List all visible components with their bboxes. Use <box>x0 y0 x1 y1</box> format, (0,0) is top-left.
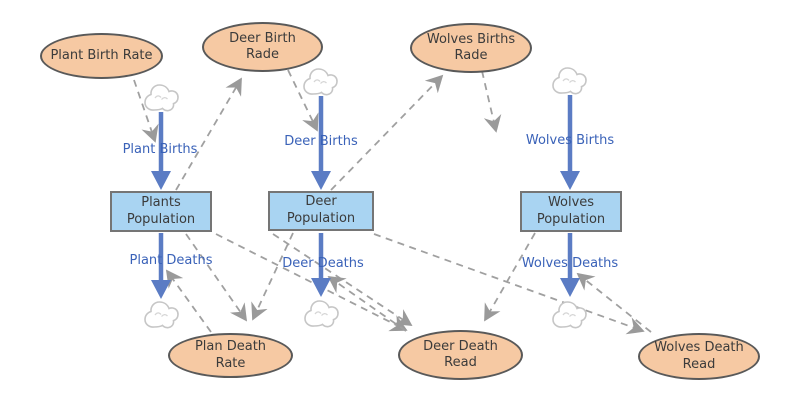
flow-plant-births-arrowhead <box>151 171 171 190</box>
node-wolves-births-rade[interactable]: Wolves Births Rade <box>410 23 532 73</box>
flow-wolves-births-arrowhead <box>560 171 580 190</box>
stock-label: Deer Population <box>286 194 356 226</box>
connector-deer-population-to-plan-death-rate <box>251 232 294 321</box>
node-deer-death-read[interactable]: Deer Death Read <box>398 330 523 380</box>
node-label: Plan Death Rate <box>194 339 267 371</box>
flow-wolves-deaths-arrowhead <box>560 278 580 297</box>
connector-deer-birth-rade-to-deer-births <box>287 69 319 132</box>
node-deer-birth-rade[interactable]: Deer Birth Rade <box>202 22 323 72</box>
cloud-icon-deer-deaths-sink <box>304 300 339 328</box>
connector-wolves-death-read-to-wolves-deaths <box>576 272 652 333</box>
connector-wolves-births-rade-to-wolves-births <box>481 70 502 133</box>
flow-label-deer-deaths: Deer Deaths <box>282 256 364 271</box>
flow-label-wolves-births: Wolves Births <box>525 133 615 148</box>
connector-deer-population-to-deer-death-read <box>272 233 413 326</box>
node-label: Plant Birth Rate <box>50 47 153 63</box>
stock-label: Wolves Population <box>536 194 606 227</box>
cloud-icon-wolves-deaths-sink <box>552 301 587 329</box>
node-label: Wolves Death Read <box>654 340 744 372</box>
stock-deer-population[interactable]: Deer Population <box>268 191 374 231</box>
flow-label-wolves-deaths: Wolves Deaths <box>521 256 619 271</box>
connector-wolves-population-to-deer-death-read <box>484 232 536 322</box>
connector-plants-population-to-deer-birth-rade <box>175 77 242 191</box>
flow-deer-births-arrowhead <box>311 171 331 190</box>
connector-deer-population-to-wolves-births-rade <box>330 74 444 191</box>
cloud-icon-deer-births-source <box>303 68 338 96</box>
node-plant-birth-rate[interactable]: Plant Birth Rate <box>40 33 163 79</box>
cloud-icon-wolves-births-source <box>552 67 587 95</box>
stock-plants-population[interactable]: Plants Population <box>110 191 212 232</box>
connector-deer-population-to-wolves-death-read <box>373 233 645 335</box>
cloud-icons <box>144 67 587 329</box>
connector-plant-birth-rate-to-plant-births <box>133 79 159 143</box>
flow-label-plant-births: Plant Births <box>122 142 198 157</box>
node-plan-death-rate[interactable]: Plan Death Rate <box>168 333 293 378</box>
node-label: Deer Death Read <box>423 338 498 370</box>
node-label: Deer Birth Rade <box>229 30 296 62</box>
node-wolves-death-read[interactable]: Wolves Death Read <box>638 333 760 380</box>
node-label: Wolves Births Rade <box>426 31 516 63</box>
cloud-icon-plant-deaths-sink <box>144 301 179 329</box>
flow-label-plant-deaths: Plant Deaths <box>129 253 213 268</box>
stock-wolves-population[interactable]: Wolves Population <box>520 191 622 232</box>
cloud-icon-plant-births-source <box>144 84 179 112</box>
stock-label: Plants Population <box>126 194 196 227</box>
connector-plants-population-to-deer-death-read <box>215 233 408 332</box>
connector-deer-death-read-to-deer-deaths <box>327 275 407 332</box>
flow-plant-deaths-arrowhead <box>151 280 171 299</box>
flow-deer-deaths-arrowhead <box>311 278 331 297</box>
connector-plan-death-rate-to-plant-deaths <box>165 269 212 333</box>
connector-plants-population-to-plan-death-rate <box>185 233 248 322</box>
flow-label-deer-births: Deer Births <box>284 134 358 149</box>
